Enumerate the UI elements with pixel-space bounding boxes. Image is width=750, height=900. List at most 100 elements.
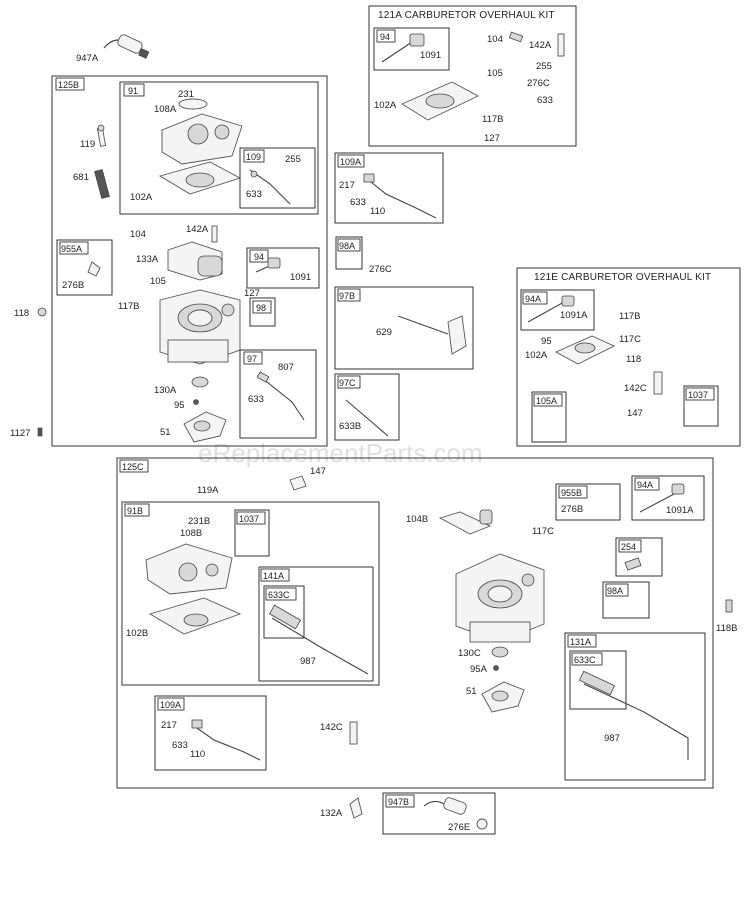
part-121a-102a-gasket[interactable] xyxy=(401,81,479,121)
tag-109a-2: 109A xyxy=(160,700,181,710)
group-109a: 109A 217 633 110 xyxy=(334,152,444,224)
part-132a[interactable] xyxy=(349,797,363,819)
part-121a-94-needle[interactable] xyxy=(381,33,425,63)
part-91b-carburetor-top[interactable] xyxy=(145,543,242,635)
label-255: 255 xyxy=(285,154,301,165)
part-carburetor-body[interactable] xyxy=(159,289,241,365)
c-label-231b: 231B xyxy=(188,516,210,527)
part-right-carburetor-body[interactable] xyxy=(455,553,545,643)
c-label-104b: 104B xyxy=(406,514,428,525)
c-label-117c: 117C xyxy=(532,526,554,537)
part-94-needle[interactable] xyxy=(255,257,281,273)
c-label-217: 217 xyxy=(161,720,177,731)
part-121e-102a-gasket[interactable] xyxy=(554,335,616,365)
part-1127[interactable] xyxy=(37,427,43,437)
watermark: eReplacementParts.com xyxy=(198,438,483,468)
part-91-carburetor-top[interactable] xyxy=(158,98,243,195)
part-133a-float[interactable] xyxy=(167,225,223,281)
e-label-1091a: 1091A xyxy=(560,310,588,321)
part-97b-shaft[interactable] xyxy=(397,315,467,355)
part-121a-104[interactable] xyxy=(508,31,524,43)
part-109a-2-linkage[interactable] xyxy=(191,719,261,761)
label-276b: 276B xyxy=(62,280,84,291)
c-label-132a: 132A xyxy=(320,808,343,819)
part-95[interactable] xyxy=(193,399,199,405)
tag-125c: 125C xyxy=(122,462,144,472)
tag-98: 98 xyxy=(256,303,266,313)
label-104: 104 xyxy=(130,229,146,240)
label-108a: 108A xyxy=(154,104,177,115)
part-118b[interactable] xyxy=(725,599,733,613)
tag-131a: 131A xyxy=(570,637,591,647)
group-125c: 125C 147 119A 91B 108B 231B 1037 102B 14… xyxy=(116,457,714,789)
c-label-633: 633 xyxy=(172,740,188,751)
tag-955b: 955B xyxy=(561,488,582,498)
part-97c-shaft[interactable] xyxy=(345,399,389,437)
c-label-987: 987 xyxy=(300,656,316,667)
part-51-gasket[interactable] xyxy=(183,411,227,443)
e-label-118: 118 xyxy=(626,354,641,365)
k-label-276c: 276C xyxy=(527,78,550,89)
part-947a[interactable]: 947A xyxy=(76,33,150,64)
group-947b: 947B 276E xyxy=(382,792,496,835)
m-label-276c: 276C xyxy=(369,264,392,275)
c-label-276e: 276E xyxy=(448,822,470,833)
tag-947b: 947B xyxy=(388,797,409,807)
part-141a-choke-shaft[interactable] xyxy=(268,604,369,675)
c-label-102b: 102B xyxy=(126,628,148,639)
part-119-screw[interactable] xyxy=(96,124,107,147)
tag-97b: 97B xyxy=(339,291,355,301)
tag-97c: 97C xyxy=(339,378,356,388)
part-118[interactable] xyxy=(37,307,47,317)
k-label-633: 633 xyxy=(537,95,553,106)
part-51-gasket-lower[interactable] xyxy=(481,681,525,713)
e-label-117b: 117B xyxy=(619,311,640,322)
part-130a[interactable] xyxy=(191,376,209,388)
part-147-clip[interactable] xyxy=(289,475,307,491)
c-label-95a: 95A xyxy=(470,664,488,675)
c-label-108b: 108B xyxy=(180,528,202,539)
part-947b-solenoid[interactable] xyxy=(423,797,488,830)
part-121e-142c[interactable] xyxy=(653,371,663,395)
tag-633c-2: 633C xyxy=(574,655,596,665)
part-94a-2-needle[interactable] xyxy=(639,483,685,513)
m-label-217: 217 xyxy=(339,180,355,191)
e-label-95: 95 xyxy=(541,336,552,347)
label-102a: 102A xyxy=(130,192,153,203)
part-131a-choke-shaft[interactable] xyxy=(578,670,689,760)
part-109a-linkage[interactable] xyxy=(363,173,437,219)
part-121a-142a[interactable] xyxy=(557,33,565,57)
tag-1037: 1037 xyxy=(688,390,708,400)
tag-91: 91 xyxy=(128,86,138,96)
c-label-130c: 130C xyxy=(458,648,481,659)
c-label-110: 110 xyxy=(190,749,205,760)
part-95a[interactable] xyxy=(493,665,499,671)
part-130c[interactable] xyxy=(491,646,509,658)
label-133a: 133A xyxy=(136,254,159,265)
part-955a[interactable] xyxy=(87,261,101,277)
kit-121a-title: 121A CARBURETOR OVERHAUL KIT xyxy=(378,10,555,21)
part-254[interactable] xyxy=(624,557,642,571)
c-label-987-b: 987 xyxy=(604,733,620,744)
label-118: 118 xyxy=(14,308,29,319)
label-1091: 1091 xyxy=(290,272,311,283)
part-109-linkage[interactable] xyxy=(249,169,291,205)
part-681[interactable] xyxy=(94,169,110,199)
c-label-147: 147 xyxy=(310,466,326,477)
tag-125b: 125B xyxy=(58,80,79,90)
k-label-104: 104 xyxy=(487,34,503,45)
k-label-142a: 142A xyxy=(529,40,552,51)
tag-633c: 633C xyxy=(268,590,290,600)
tag-94a-2: 94A xyxy=(637,480,653,490)
part-104b-float-arm[interactable] xyxy=(438,509,493,535)
label-95: 95 xyxy=(174,400,185,411)
tag-254: 254 xyxy=(621,542,636,552)
part-142c[interactable] xyxy=(349,721,358,745)
part-121e-94a-needle[interactable] xyxy=(527,295,575,323)
part-97-choke-shaft[interactable] xyxy=(256,371,305,421)
c-label-51: 51 xyxy=(466,686,477,697)
label-681: 681 xyxy=(73,172,89,183)
k-label-117b: 117B xyxy=(482,114,503,125)
k-label-255: 255 xyxy=(536,61,552,72)
